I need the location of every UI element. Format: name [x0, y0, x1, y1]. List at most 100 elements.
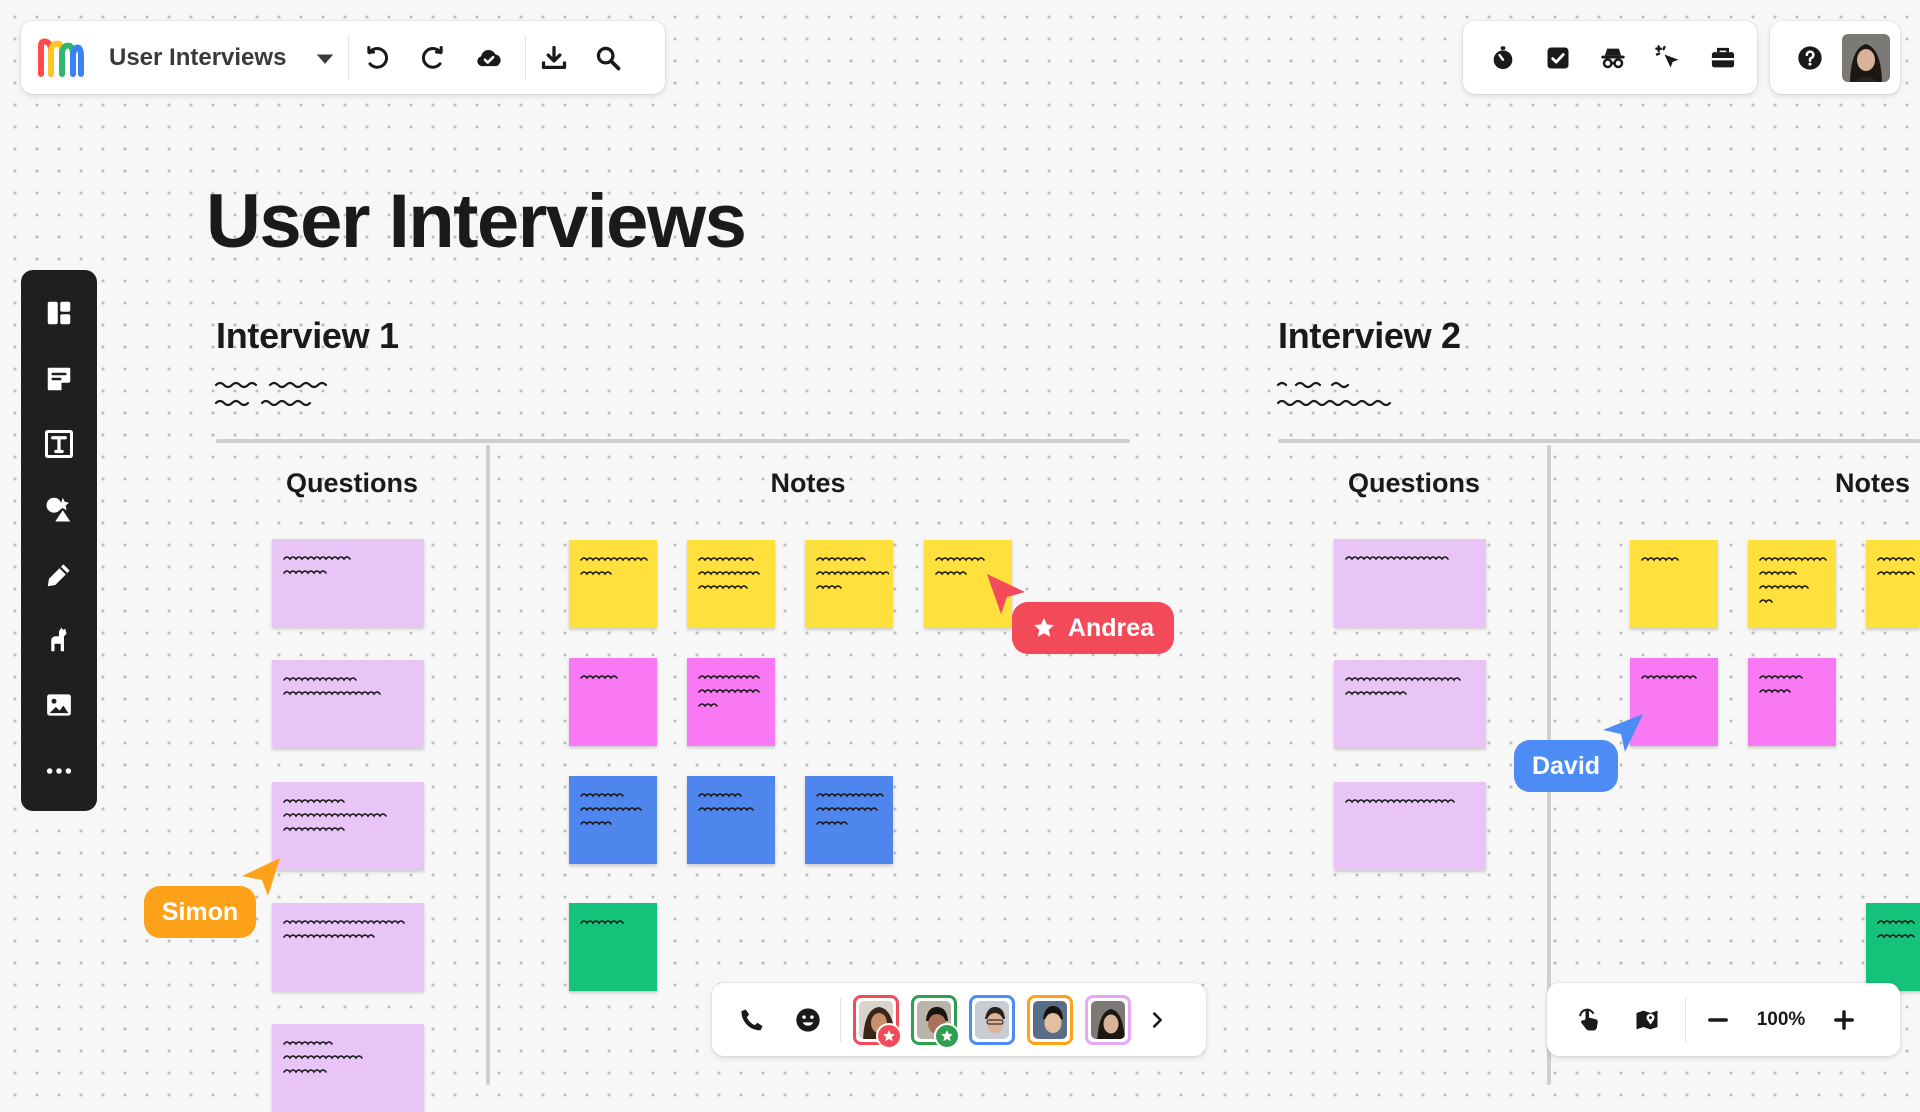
sticky-note[interactable]: [569, 903, 657, 991]
sticky-note[interactable]: [272, 660, 424, 748]
undo-button[interactable]: [355, 36, 399, 80]
cloud-saved-icon: [477, 49, 502, 66]
handwriting-scribble: [1759, 675, 1803, 694]
zoom-level[interactable]: 100%: [1756, 1008, 1806, 1030]
sticky-note-icon: [47, 367, 71, 390]
handwriting-scribble: [698, 557, 760, 590]
search-button[interactable]: [586, 36, 630, 80]
sticky-note[interactable]: [569, 776, 657, 864]
interview-1-scribble: [214, 381, 328, 407]
sticky-note[interactable]: [687, 540, 775, 628]
cloud-saved-button[interactable]: [467, 36, 511, 80]
hand-tool-button[interactable]: [1567, 998, 1611, 1042]
board-menu-button[interactable]: [308, 36, 342, 80]
handwriting-scribble: [816, 793, 884, 826]
zoom-out-button[interactable]: [1696, 998, 1740, 1042]
timer-button[interactable]: [1481, 36, 1525, 80]
collaborator-avatar-me[interactable]: [1085, 994, 1131, 1045]
help-icon: [1798, 45, 1822, 70]
templates-tool[interactable]: [33, 288, 85, 338]
help-button[interactable]: [1788, 36, 1832, 80]
zoom-in-icon: [1834, 1009, 1854, 1030]
david-cursor-arrow: [1603, 714, 1643, 752]
handwriting-scribble: [283, 677, 381, 696]
more-tools[interactable]: [33, 746, 85, 796]
user-avatar[interactable]: [1842, 33, 1890, 82]
collaboration-bar: [712, 983, 1206, 1056]
sticky-note-tool[interactable]: [33, 353, 85, 403]
interview-2-title: Interview 2: [1278, 315, 1461, 356]
more-collaborators-button[interactable]: [1141, 998, 1173, 1042]
collaborator-avatar-david[interactable]: [969, 994, 1015, 1045]
simon-cursor-label: Simon: [144, 886, 256, 938]
sticky-note[interactable]: [1748, 540, 1836, 628]
sticky-note[interactable]: [272, 903, 424, 991]
interview-2-divider: [1278, 439, 1920, 443]
task-button[interactable]: [1536, 36, 1580, 80]
sticky-note[interactable]: [687, 658, 775, 746]
sticky-note[interactable]: [569, 540, 657, 628]
image-tool[interactable]: [33, 680, 85, 730]
sticky-note[interactable]: [569, 658, 657, 746]
private-mode-button[interactable]: [1591, 36, 1635, 80]
sticky-note[interactable]: [272, 782, 424, 870]
sticky-note[interactable]: [1866, 540, 1920, 628]
handwriting-scribble: [283, 799, 387, 832]
caret-down-icon: [317, 54, 334, 64]
handwriting-scribble: [816, 557, 889, 590]
frames-map-button[interactable]: [1625, 998, 1669, 1042]
llama-tool[interactable]: [33, 615, 85, 665]
interview-1-column-divider: [486, 445, 490, 1085]
david-name: David: [1531, 751, 1601, 780]
board-name[interactable]: User Interviews: [109, 43, 287, 71]
call-button[interactable]: [730, 998, 774, 1042]
handwriting-scribble: [1641, 557, 1679, 562]
handwriting-scribble: [580, 557, 648, 576]
andrea-cursor-arrow: [987, 574, 1025, 614]
sticky-note[interactable]: [1866, 903, 1920, 991]
creation-toolbar: [21, 270, 97, 811]
text-tool[interactable]: [33, 419, 85, 469]
handwriting-scribble: [580, 675, 618, 680]
redo-icon: [422, 45, 444, 69]
reactions-button[interactable]: [786, 998, 830, 1042]
sticky-note[interactable]: [1334, 660, 1486, 748]
top-right-user-bar: [1770, 21, 1900, 94]
cursor-sparkle-button[interactable]: [1646, 36, 1690, 80]
divider: [348, 35, 350, 80]
collaborator-avatar-2[interactable]: [911, 994, 960, 1049]
handwriting-scribble: [1345, 556, 1449, 561]
interview-1-notes-label: Notes: [770, 468, 846, 498]
sticky-note[interactable]: [805, 540, 893, 628]
pen-tool[interactable]: [33, 550, 85, 600]
handwriting-scribble: [698, 793, 754, 812]
handwriting-scribble: [935, 557, 985, 576]
cursor-sparkle-icon: [1655, 44, 1679, 68]
handwriting-scribble: [580, 793, 642, 826]
sticky-note[interactable]: [805, 776, 893, 864]
sticky-note[interactable]: [1748, 658, 1836, 746]
handwriting-scribble: [283, 556, 351, 575]
sticky-note[interactable]: [272, 1024, 424, 1112]
toolbox-button[interactable]: [1701, 36, 1745, 80]
collaborator-avatar-andrea[interactable]: [853, 994, 902, 1049]
redo-button[interactable]: [411, 36, 455, 80]
app-logo[interactable]: [37, 36, 85, 80]
handwriting-scribble: [1345, 677, 1461, 696]
sticky-note[interactable]: [687, 776, 775, 864]
interview-2-questions-label: Questions: [1347, 468, 1481, 498]
divider: [840, 997, 841, 1042]
sticky-note[interactable]: [1630, 540, 1718, 628]
download-button[interactable]: [532, 36, 576, 80]
sticky-note[interactable]: [1630, 658, 1718, 746]
sticky-note[interactable]: [1334, 782, 1486, 870]
handwriting-scribble: [1641, 675, 1697, 680]
shapes-tool[interactable]: [33, 484, 85, 534]
top-left-toolbar: User Interviews: [21, 21, 665, 94]
zoom-in-button[interactable]: [1822, 998, 1866, 1042]
collaborator-avatar-simon[interactable]: [1027, 994, 1073, 1045]
llama-icon: [51, 627, 67, 652]
sticky-note[interactable]: [272, 539, 424, 627]
sticky-note[interactable]: [1334, 539, 1486, 627]
andrea-cursor-label: Andrea: [1012, 602, 1174, 654]
